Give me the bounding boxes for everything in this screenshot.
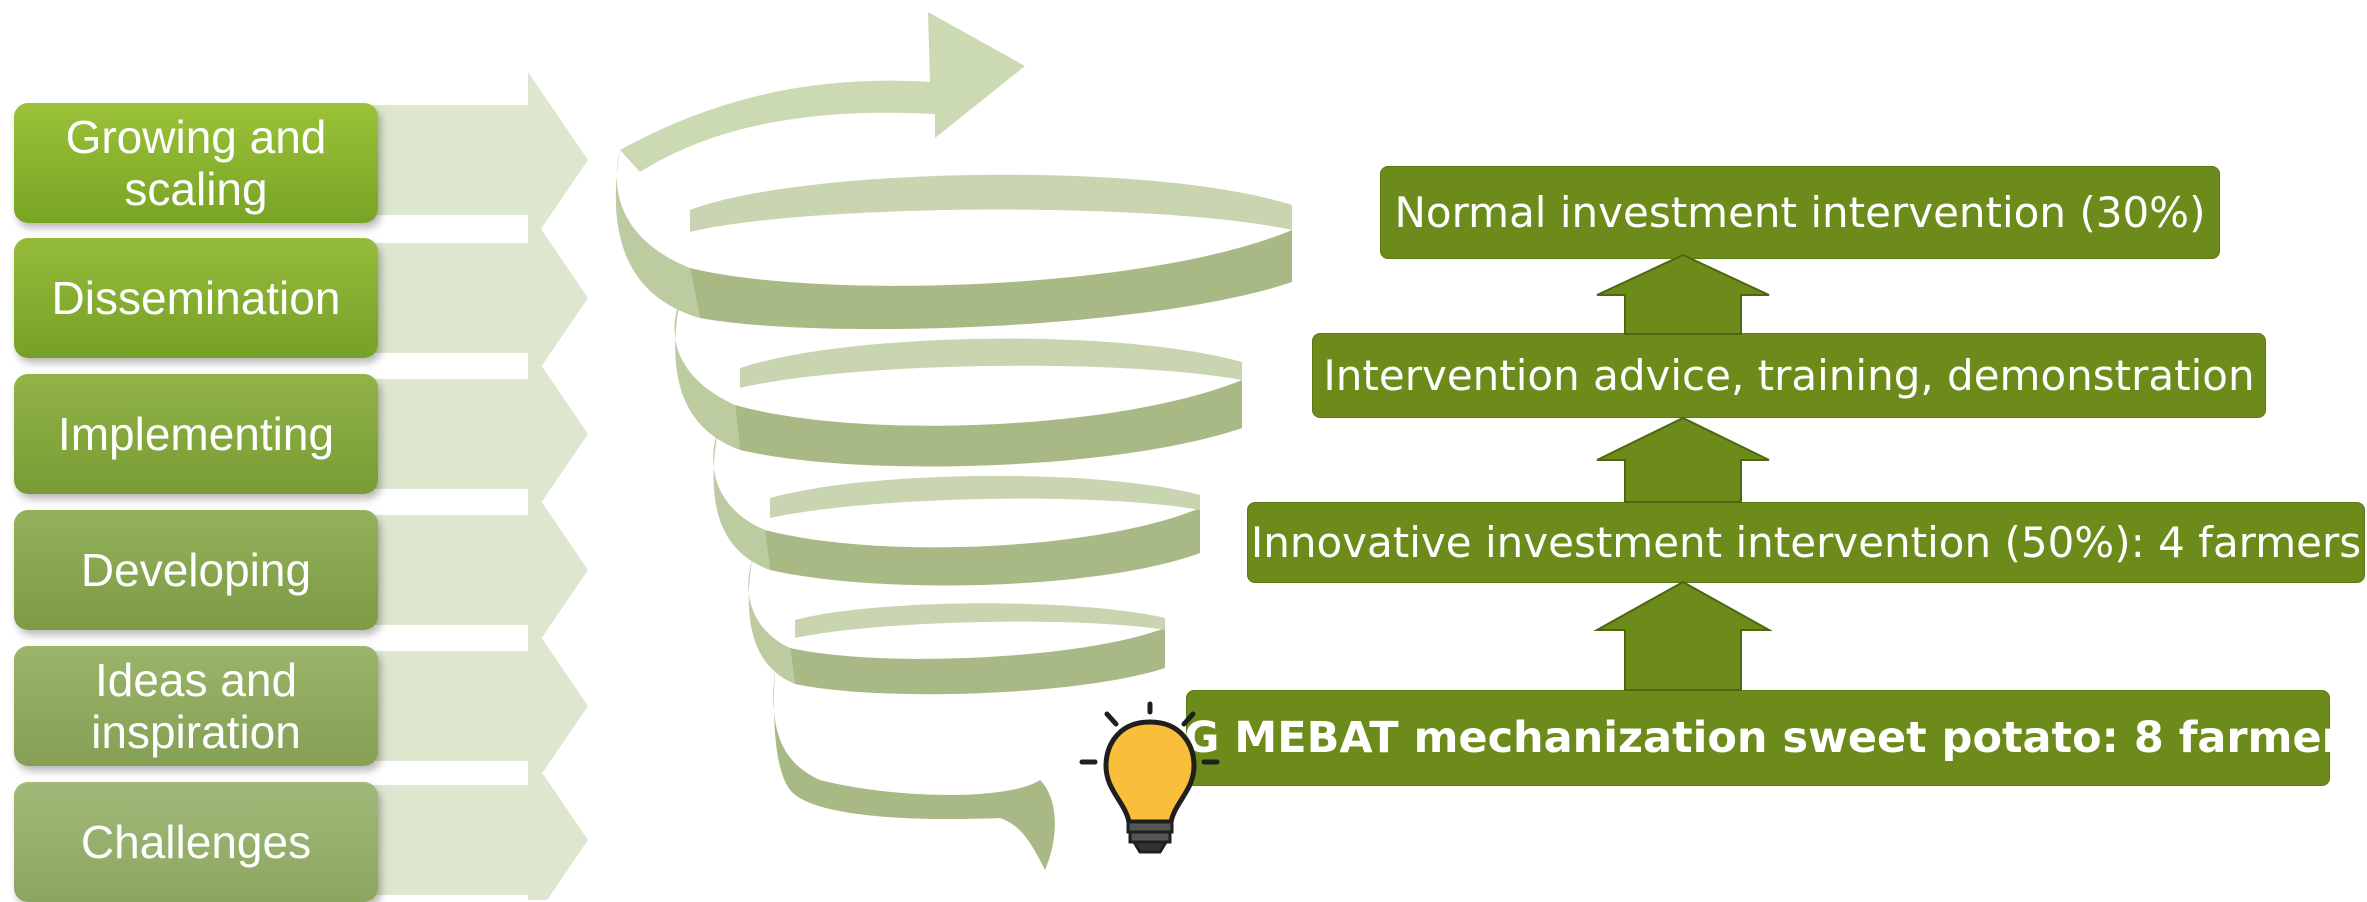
stage-dissemination: Dissemination (14, 238, 378, 358)
flow-box-intervention-advice: Intervention advice, training, demonstra… (1312, 333, 2266, 418)
stage-implementing: Implementing (14, 374, 378, 494)
flow-box-normal-investment: Normal investment intervention (30%) (1380, 166, 2220, 259)
spiral-arrow-head (620, 12, 1025, 172)
stage-developing: Developing (14, 510, 378, 630)
up-arrow-2 (1596, 416, 1770, 503)
stage-challenges: Challenges (14, 782, 378, 902)
up-arrow-3 (1593, 580, 1773, 691)
flow-box-innovative-investment: Innovative investment intervention (50%)… (1247, 502, 2365, 583)
flow-box-origin: OG MEBAT mechanization sweet potato: 8 f… (1148, 690, 2367, 786)
up-arrow-1 (1596, 253, 1770, 335)
stage-ideas-inspiration: Ideas and inspiration (14, 646, 378, 766)
stage-growing-scaling: Growing and scaling (14, 103, 378, 223)
